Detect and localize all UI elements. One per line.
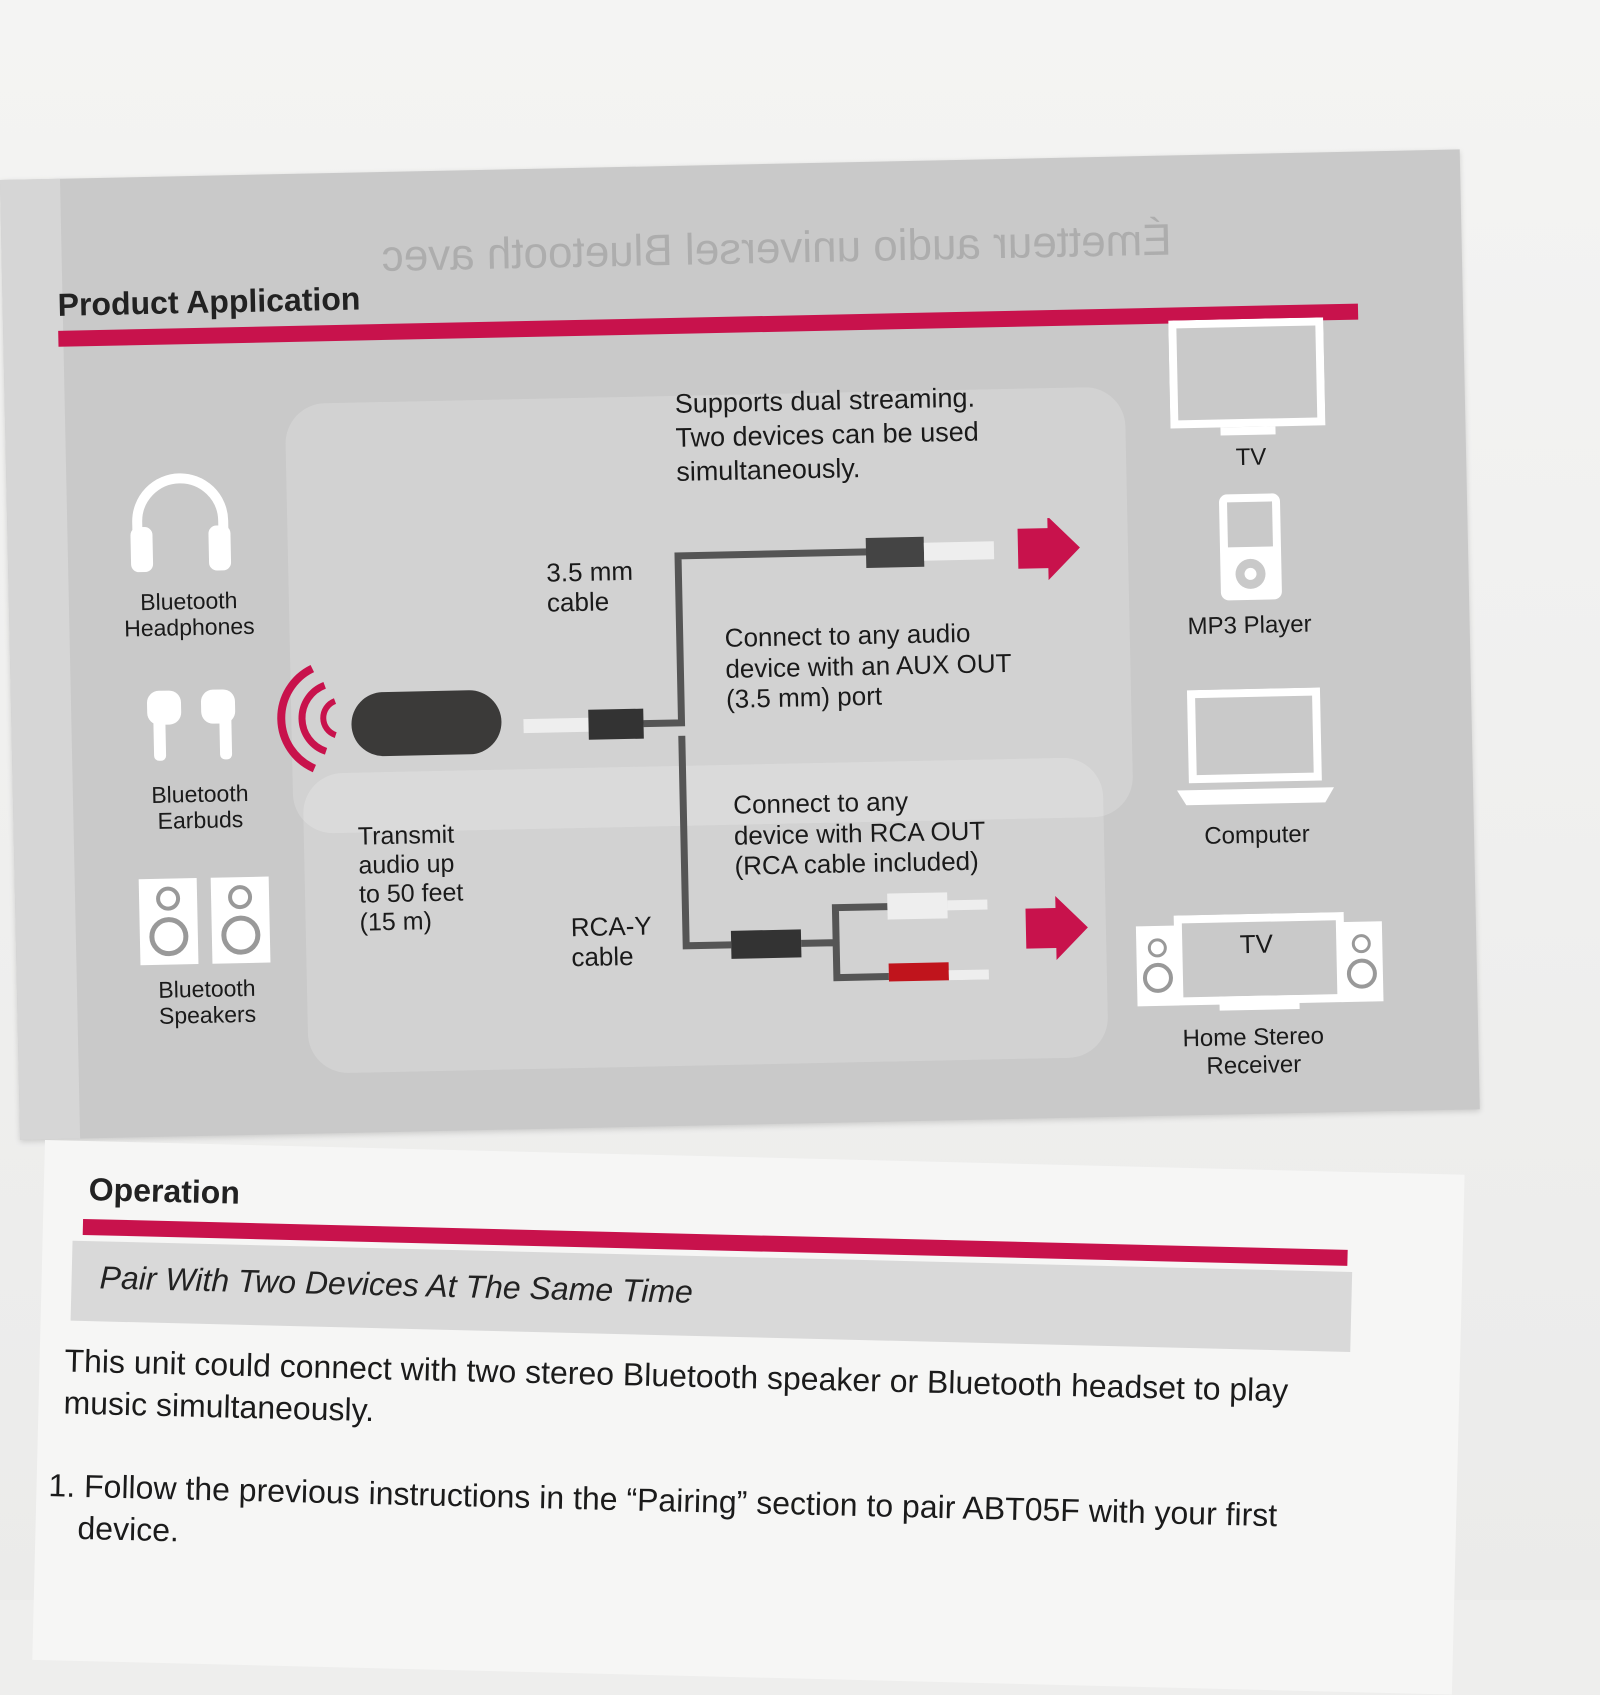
operation-panel: Operation Pair With Two Devices At The S… bbox=[32, 1140, 1465, 1695]
mp3-label: MP3 Player bbox=[1187, 610, 1312, 641]
note-line: device with an AUX OUT bbox=[725, 647, 1012, 684]
note-line: to 50 feet bbox=[358, 877, 464, 909]
product-application-panel: Émetteur audio universel Bluetooth avec … bbox=[0, 149, 1480, 1140]
label-line: Bluetooth bbox=[139, 587, 238, 616]
wireless-signal-icon bbox=[277, 664, 337, 773]
label-line: Speakers bbox=[158, 1001, 257, 1030]
tv-icon bbox=[1168, 317, 1326, 436]
dual-streaming-note: Supports dual streaming. Two devices can… bbox=[675, 382, 980, 490]
label-line: Home Stereo bbox=[1182, 1022, 1325, 1053]
cable-35-label: 3.5 mm cable bbox=[546, 555, 634, 619]
note-line: audio up bbox=[358, 849, 455, 880]
computer-icon bbox=[1177, 687, 1335, 806]
home-stereo-icon bbox=[1135, 912, 1384, 1011]
cable-diagram bbox=[523, 517, 1088, 990]
earbuds-icon bbox=[146, 689, 236, 761]
label-line: 3.5 mm bbox=[546, 555, 634, 588]
subheading: Pair With Two Devices At The Same Time bbox=[99, 1259, 694, 1310]
headphones-icon bbox=[130, 473, 232, 573]
stereo-screen-label: TV bbox=[1239, 928, 1274, 960]
label-line: RCA-Y bbox=[570, 910, 652, 943]
tv-label: TV bbox=[1235, 443, 1267, 472]
label-line: Bluetooth bbox=[158, 974, 256, 1003]
note-line: Two devices can be used bbox=[675, 416, 979, 453]
headphones-label: Bluetooth Headphones bbox=[109, 586, 270, 642]
note-line: (RCA cable included) bbox=[734, 845, 980, 882]
label-line: Earbuds bbox=[157, 806, 244, 835]
show-through-text: Émetteur audio universel Bluetooth avec bbox=[381, 215, 1173, 282]
label-line: cable bbox=[571, 940, 634, 973]
transmitter-device bbox=[350, 689, 503, 757]
label-line: Receiver bbox=[1206, 1050, 1302, 1080]
note-line: (15 m) bbox=[359, 907, 433, 937]
cable-rca-label: RCA-Y cable bbox=[570, 910, 652, 973]
computer-label: Computer bbox=[1204, 820, 1310, 850]
speakers-label: Bluetooth Speakers bbox=[132, 974, 283, 1030]
mp3-player-icon bbox=[1219, 493, 1282, 601]
transmit-range-note: Transmit audio up to 50 feet (15 m) bbox=[358, 820, 465, 937]
operation-paragraph: This unit could connect with two stereo … bbox=[63, 1341, 1289, 1454]
step-1: 1. Follow the previous instructions in t… bbox=[47, 1465, 1278, 1578]
section-title: Product Application bbox=[57, 280, 361, 323]
aux-out-note: Connect to any audio device with an AUX … bbox=[724, 617, 1012, 715]
note-line: simultaneously. bbox=[675, 452, 861, 487]
label-line: cable bbox=[546, 586, 610, 618]
speakers-icon bbox=[138, 876, 271, 966]
stereo-label: Home Stereo Receiver bbox=[1168, 1022, 1339, 1081]
section-title: Operation bbox=[88, 1171, 241, 1211]
earbuds-label: Bluetooth Earbuds bbox=[125, 779, 276, 835]
rca-out-note: Connect to any device with RCA OUT (RCA … bbox=[733, 785, 986, 882]
label-line: Bluetooth bbox=[151, 779, 249, 808]
note-line: (3.5 mm) port bbox=[725, 680, 883, 715]
note-line: Transmit bbox=[357, 820, 455, 851]
label-line: Headphones bbox=[123, 613, 255, 642]
